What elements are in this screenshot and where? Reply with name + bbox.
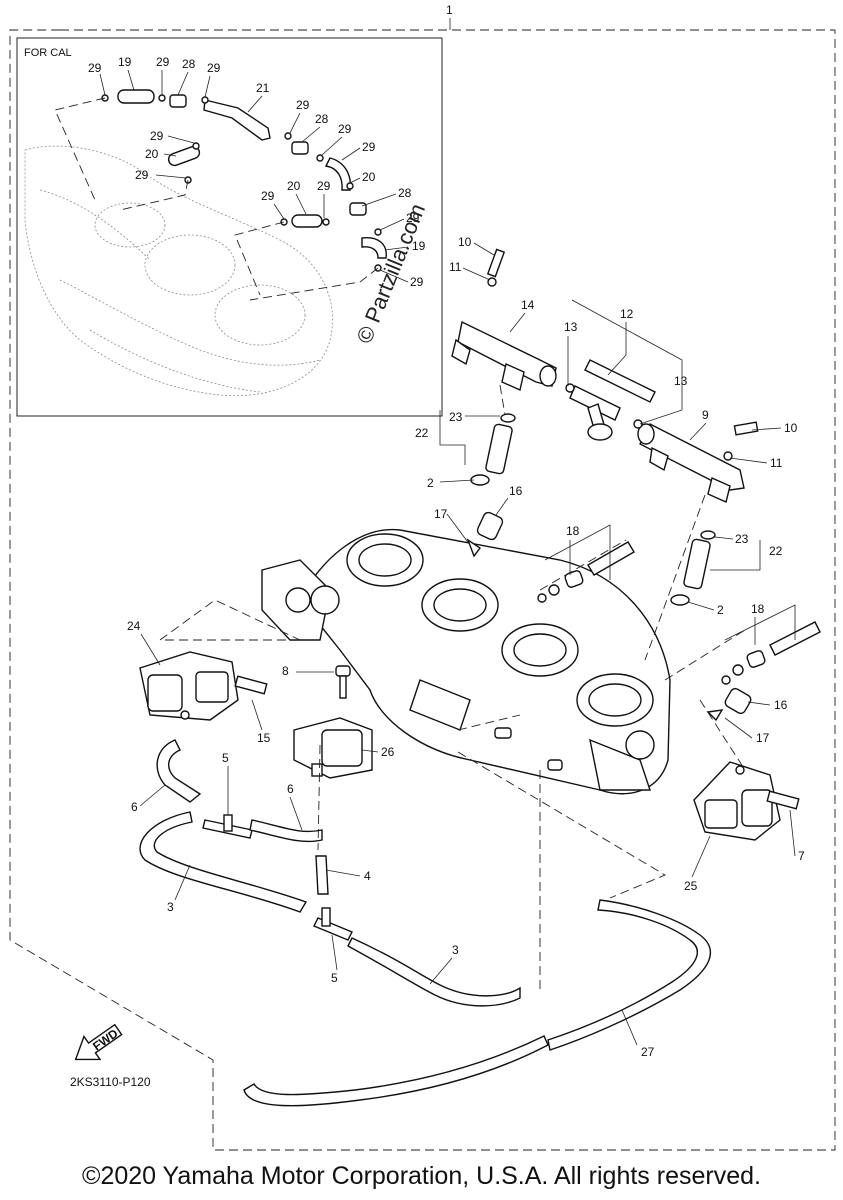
callout-label: 29 (135, 168, 149, 182)
callout-label: 15 (257, 731, 271, 745)
callout-label: 28 (398, 186, 412, 200)
callout-label: 18 (566, 524, 580, 538)
callout-label: 29 (207, 61, 221, 75)
hose-6-left (156, 739, 202, 803)
callout-label: 29 (362, 140, 376, 154)
callout-label: 29 (88, 61, 102, 75)
fuel-rail-left (451, 320, 557, 391)
callout-label: 18 (751, 602, 765, 616)
callout-label: 3 (452, 943, 459, 957)
callout-label: 12 (620, 307, 634, 321)
tee-5-bottom (313, 907, 353, 941)
callout-label: 29 (296, 98, 310, 112)
callout-label: 9 (702, 408, 709, 422)
callout-label: 26 (381, 745, 395, 759)
sensor-26 (293, 717, 373, 779)
sensor-24 (139, 651, 239, 721)
callout-label: 20 (287, 179, 301, 193)
hose-6-right (249, 819, 323, 843)
inset-engine-sketch (24, 145, 333, 397)
hose-27 (243, 899, 711, 1107)
callout-label: 23 (449, 410, 463, 424)
callout-label: 28 (182, 57, 196, 71)
cap-16-top (476, 511, 504, 541)
callout-label: 22 (415, 426, 429, 440)
callout-label: 28 (315, 112, 329, 126)
callout-label: 17 (756, 731, 770, 745)
callout-label: 2 (427, 476, 434, 490)
sensor-25 (693, 761, 781, 841)
fuel-rail-right (637, 423, 745, 503)
callout-label: 19 (118, 55, 132, 69)
clip-17-right (706, 709, 724, 722)
callout-label: 29 (150, 129, 164, 143)
callout-label: 20 (145, 147, 159, 161)
bolt-10-top (486, 248, 506, 287)
fwd-arrow-icon: FWD (74, 1023, 123, 1061)
callout-label: 5 (331, 971, 338, 985)
injector-right (670, 530, 716, 606)
callout-label: 24 (127, 619, 141, 633)
callout-label: 14 (521, 298, 535, 312)
bolt-7 (766, 790, 800, 810)
callout-label: 6 (131, 800, 138, 814)
callout-label: 29 (317, 179, 331, 193)
callout-label: 7 (798, 849, 805, 863)
callout-label: 6 (287, 782, 294, 796)
tee-5-top (202, 814, 253, 839)
fuel-pipe-tee (565, 359, 656, 441)
callout-label: 3 (167, 900, 174, 914)
callout-label: 13 (674, 374, 688, 388)
callout-label: 29 (406, 211, 420, 225)
inset-box (16, 37, 443, 417)
hose-4 (315, 855, 329, 895)
drawing-code: 2KS3110-P120 (70, 1075, 151, 1089)
inset-dashed-guides (54, 97, 379, 301)
cap-16-right (724, 687, 752, 715)
inset-leaders (99, 69, 409, 283)
callout-label: 29 (410, 275, 424, 289)
callout-label: 2 (717, 603, 724, 617)
callout-label: 29 (338, 122, 352, 136)
callout-label: 10 (458, 235, 472, 249)
callout-label: 19 (412, 239, 426, 253)
callout-label: 16 (774, 698, 788, 712)
injector-left (470, 413, 516, 486)
throttle-body (261, 528, 671, 795)
main-callouts: 10 11 14 12 13 13 9 10 11 23 22 2 16 17 … (127, 235, 805, 1059)
callout-label: 4 (364, 869, 371, 883)
callout-label: 17 (434, 507, 448, 521)
assembly-boundary (9, 29, 836, 1151)
watermark: © Partzilla.com (351, 200, 430, 347)
callout-label: 11 (449, 260, 462, 274)
callout-label: 8 (282, 664, 289, 678)
callout-label: 27 (641, 1045, 655, 1059)
bolt-8 (335, 665, 351, 699)
callout-label: 13 (564, 320, 578, 334)
copyright-notice: ©2020 Yamaha Motor Corporation, U.S.A. A… (82, 1162, 761, 1190)
callout-label: 20 (362, 170, 376, 184)
callout-label: 22 (769, 544, 783, 558)
callout-label: 21 (256, 81, 270, 95)
callout-label: 29 (261, 189, 275, 203)
callout-label: 16 (509, 484, 523, 498)
assembly-guides (159, 384, 746, 990)
callout-label: 10 (784, 421, 798, 435)
callout-label: 23 (735, 532, 749, 546)
inset-callouts: 29 19 29 28 29 21 29 28 29 29 20 29 20 2… (88, 55, 426, 289)
assembly-number: 1 (446, 3, 453, 17)
bolt-15 (234, 675, 268, 695)
inset-title: FOR CAL (24, 47, 72, 59)
hose-3-left (139, 811, 308, 913)
screw-set-18-right (721, 621, 821, 685)
bolt-10-right (723, 421, 759, 461)
hose-3-right (347, 937, 521, 1007)
callout-label: 11 (770, 456, 783, 470)
callout-label: 25 (684, 879, 698, 893)
clip-17-top (466, 538, 482, 558)
callout-label: 29 (156, 55, 170, 69)
main-leaders (139, 242, 796, 1046)
callout-label: 5 (222, 751, 229, 765)
